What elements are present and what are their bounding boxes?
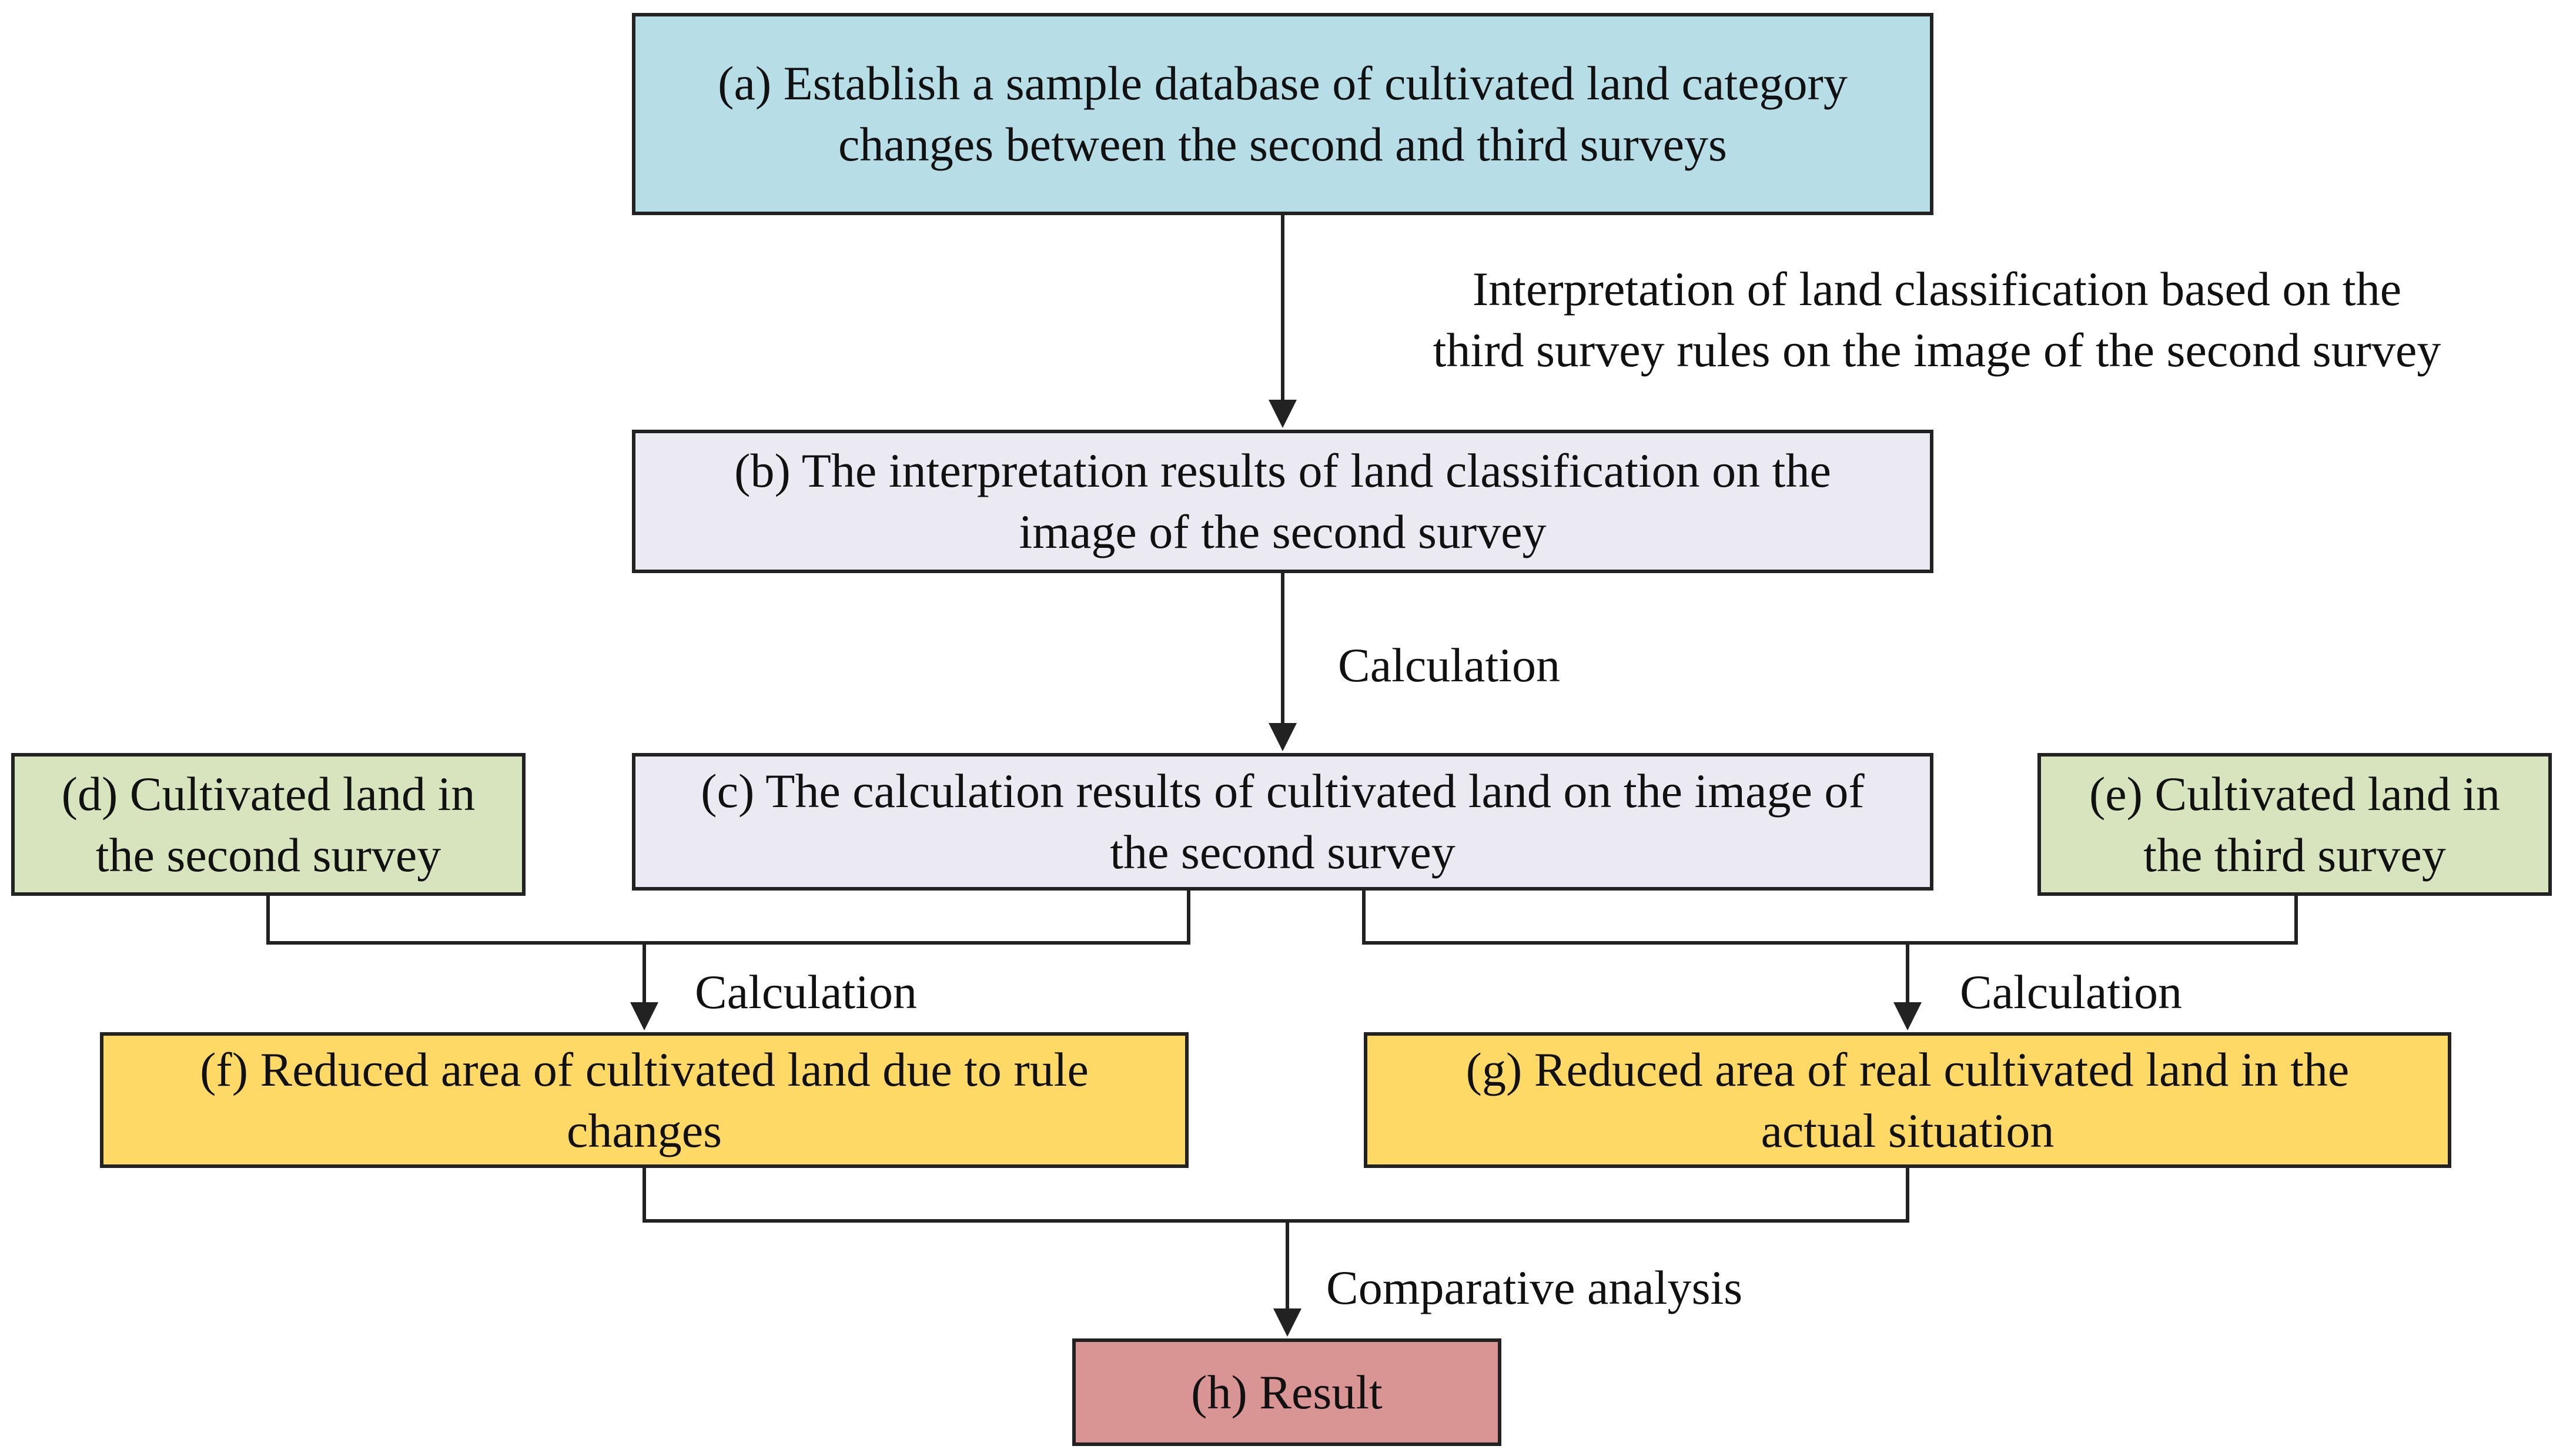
- node-h-label: (h) Result: [1191, 1365, 1383, 1419]
- node-h: (h) Result: [1072, 1338, 1501, 1446]
- node-e: (e) Cultivated land in the third survey: [2037, 753, 2552, 896]
- edge-label-a-to-b: Interpretation of land classification ba…: [1433, 262, 2441, 377]
- edge-label-to-h: Comparative analysis: [1326, 1261, 1743, 1314]
- node-a-label: (a) Establish a sample database of culti…: [718, 56, 1848, 171]
- node-c: (c) The calculation results of cultivate…: [632, 753, 1933, 891]
- node-b: (b) The interpretation results of land c…: [632, 430, 1933, 573]
- node-b-label: (b) The interpretation results of land c…: [734, 444, 1831, 558]
- edge-label-to-f: Calculation: [695, 965, 918, 1019]
- edge-label-b-to-c: Calculation: [1338, 638, 1561, 692]
- node-e-label: (e) Cultivated land in the third survey: [2089, 767, 2501, 882]
- node-g: (g) Reduced area of real cultivated land…: [1364, 1032, 2451, 1168]
- node-a: (a) Establish a sample database of culti…: [632, 13, 1933, 215]
- connector-d-c-to-f: [266, 891, 1190, 945]
- node-c-label: (c) The calculation results of cultivate…: [701, 764, 1865, 879]
- node-d-label: (d) Cultivated land in the second survey: [61, 767, 476, 882]
- edge-label-to-g: Calculation: [1960, 965, 2183, 1019]
- connector-c-e-to-g: [1362, 891, 2298, 945]
- node-g-label: (g) Reduced area of real cultivated land…: [1465, 1042, 2350, 1157]
- connector-f-g-to-h: [643, 1168, 1909, 1223]
- node-f: (f) Reduced area of cultivated land due …: [100, 1032, 1189, 1168]
- node-f-label: (f) Reduced area of cultivated land due …: [200, 1042, 1089, 1157]
- node-d: (d) Cultivated land in the second survey: [11, 753, 526, 896]
